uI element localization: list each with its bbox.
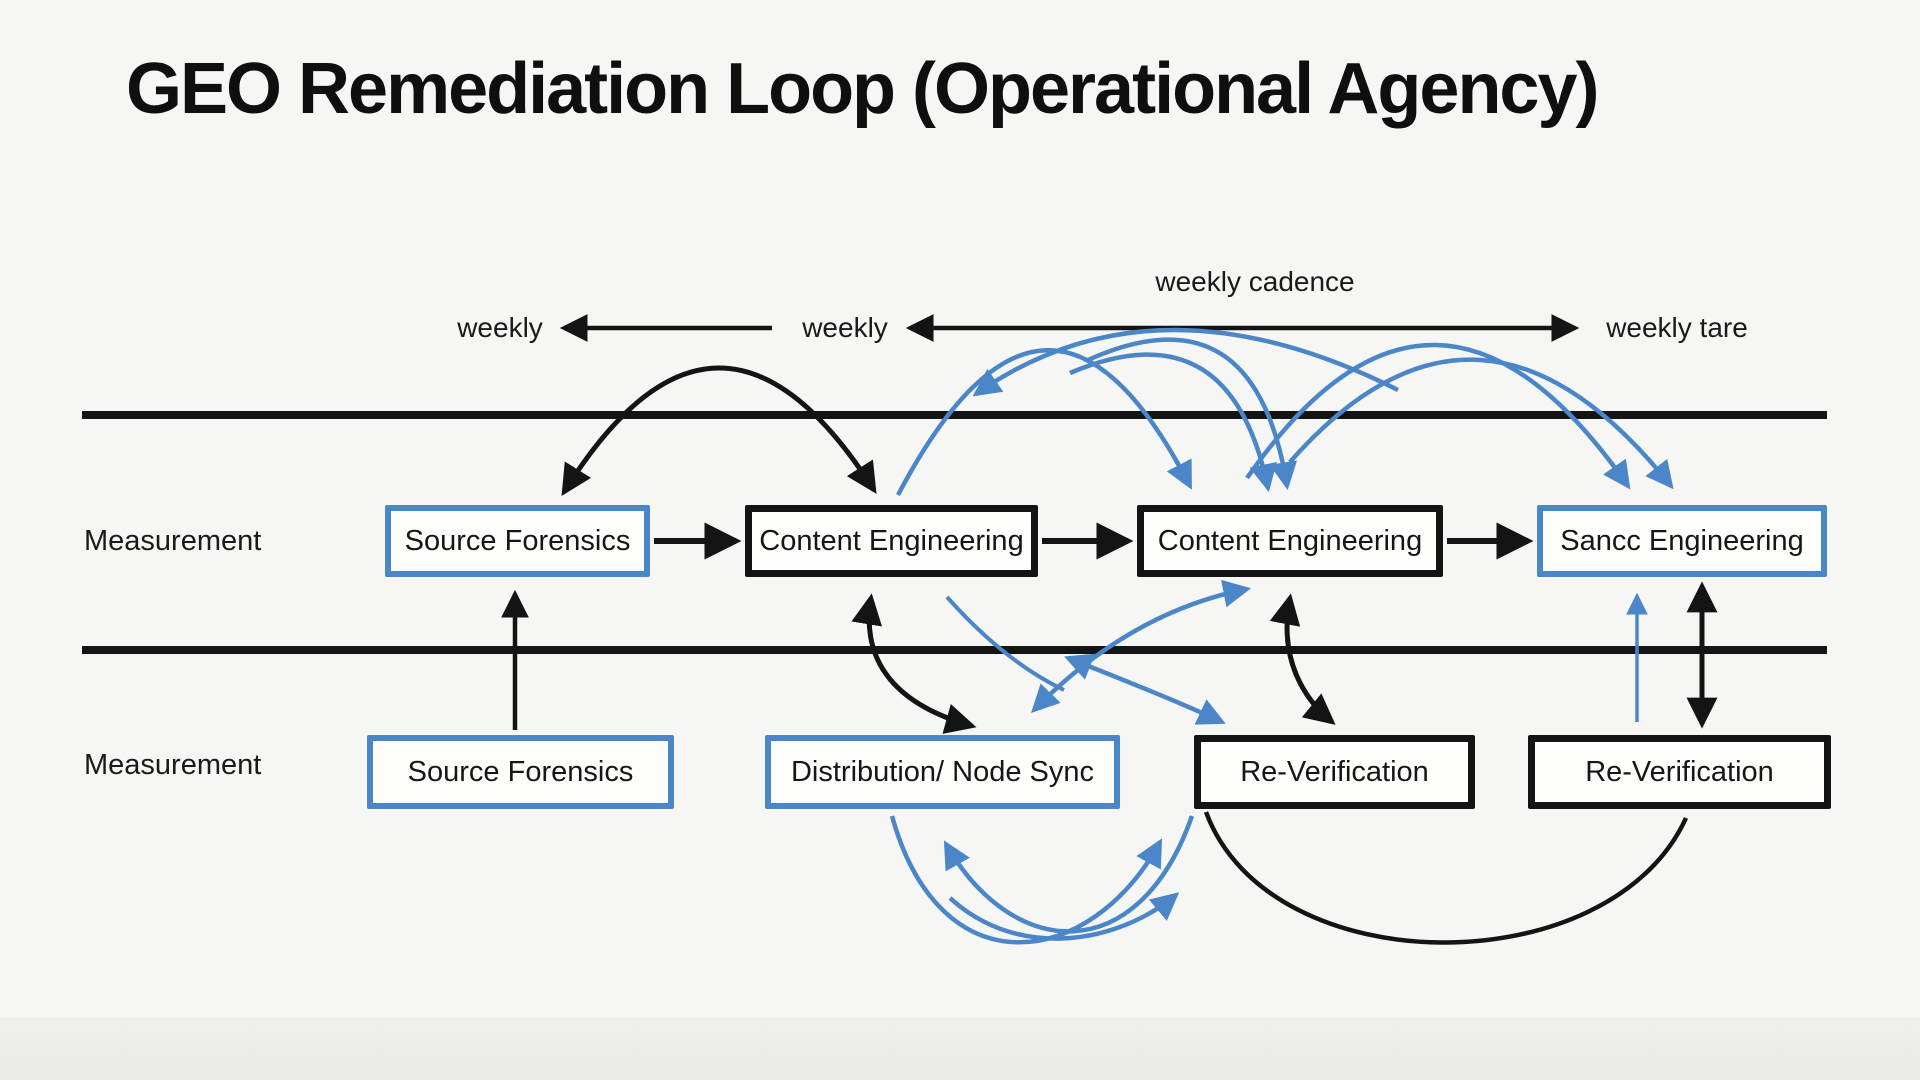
blue-arc-ce2-to-sancc-b — [1288, 357, 1674, 490]
blue-arc-into-ce2-a — [1087, 337, 1298, 491]
blue-arc-ce1-to-ce2 — [896, 348, 1193, 497]
node-re-verification-2: Re-Verification — [1528, 735, 1831, 809]
label-weekly-mid: weekly — [802, 312, 888, 343]
blue-arc-return-to-ce1 — [972, 327, 1400, 397]
arrow-ce2-reverification-two-way — [1269, 593, 1336, 725]
blue-arc-into-ce2-b — [1069, 352, 1277, 493]
node-label: Source Forensics — [407, 755, 634, 788]
node-label: Re-Verification — [1585, 755, 1774, 788]
blue-lens-to-reverification — [1064, 653, 1226, 725]
label-weekly-left: weekly — [457, 312, 543, 343]
arrow-ce1-distribution-two-way — [851, 593, 977, 734]
lane2-label: Measurement — [84, 749, 262, 781]
node-content-engineering-2: Content Engineering — [1137, 505, 1443, 577]
node-label: Content Engineering — [1157, 524, 1423, 557]
diagram-title: GEO Remediation Loop (Operational Agency… — [126, 49, 1599, 129]
label-weekly-tare: weekly tare — [1606, 312, 1748, 343]
arc-source-content-feedback — [561, 365, 877, 496]
node-label: Re-Verification — [1240, 755, 1429, 788]
blue-lens-distribution-ce2 — [1031, 579, 1252, 713]
node-content-engineering-1: Content Engineering — [745, 505, 1038, 577]
lane1-label: Measurement — [84, 525, 262, 557]
arc-reverification-loop — [1203, 811, 1689, 945]
blue-swoosh-dist-to-rev-a — [889, 815, 1163, 945]
blue-swoosh-rev-to-dist — [943, 815, 1195, 934]
node-label: Content Engineering — [759, 524, 1024, 557]
node-re-verification-1: Re-Verification — [1194, 735, 1475, 809]
node-source-forensics-2: Source Forensics — [367, 735, 674, 809]
node-label: Distribution/ Node Sync — [790, 755, 1095, 788]
label-weekly-cadence: weekly cadence — [1155, 266, 1355, 297]
node-sancc-engineering: Sancc Engineering — [1537, 505, 1827, 577]
bottom-shadow-band — [0, 1018, 1920, 1080]
blue-arc-ce2-to-sancc-a — [1245, 342, 1631, 490]
node-label: Source Forensics — [404, 524, 631, 557]
blue-curve-ce1-tail — [945, 595, 1065, 692]
node-label: Sancc Engineering — [1560, 524, 1804, 557]
node-source-forensics-1: Source Forensics — [385, 505, 650, 577]
blue-swoosh-dist-to-rev-b — [948, 892, 1180, 941]
node-distribution-node-sync: Distribution/ Node Sync — [765, 735, 1120, 809]
